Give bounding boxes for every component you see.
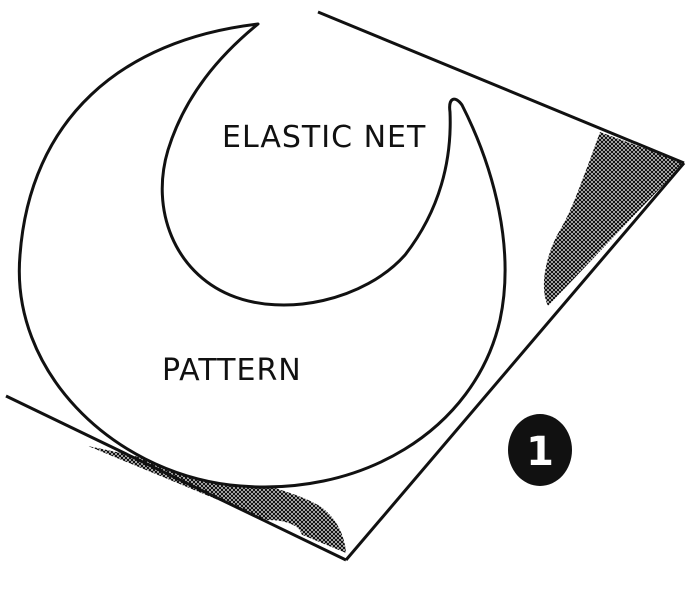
pattern-piece-outline — [17, 22, 507, 489]
net-edge-upper — [317, 10, 685, 165]
net-edge-lower — [5, 394, 347, 562]
step-number-badge: 1 — [508, 414, 572, 486]
elastic-net-label: ELASTIC NET — [222, 120, 426, 155]
step-number: 1 — [526, 429, 554, 475]
pattern-label: PATTERN — [162, 353, 302, 388]
net-edge-right — [344, 162, 686, 561]
net-hatch-upper-right — [543, 132, 684, 306]
net-hatch-cutout — [236, 520, 303, 561]
